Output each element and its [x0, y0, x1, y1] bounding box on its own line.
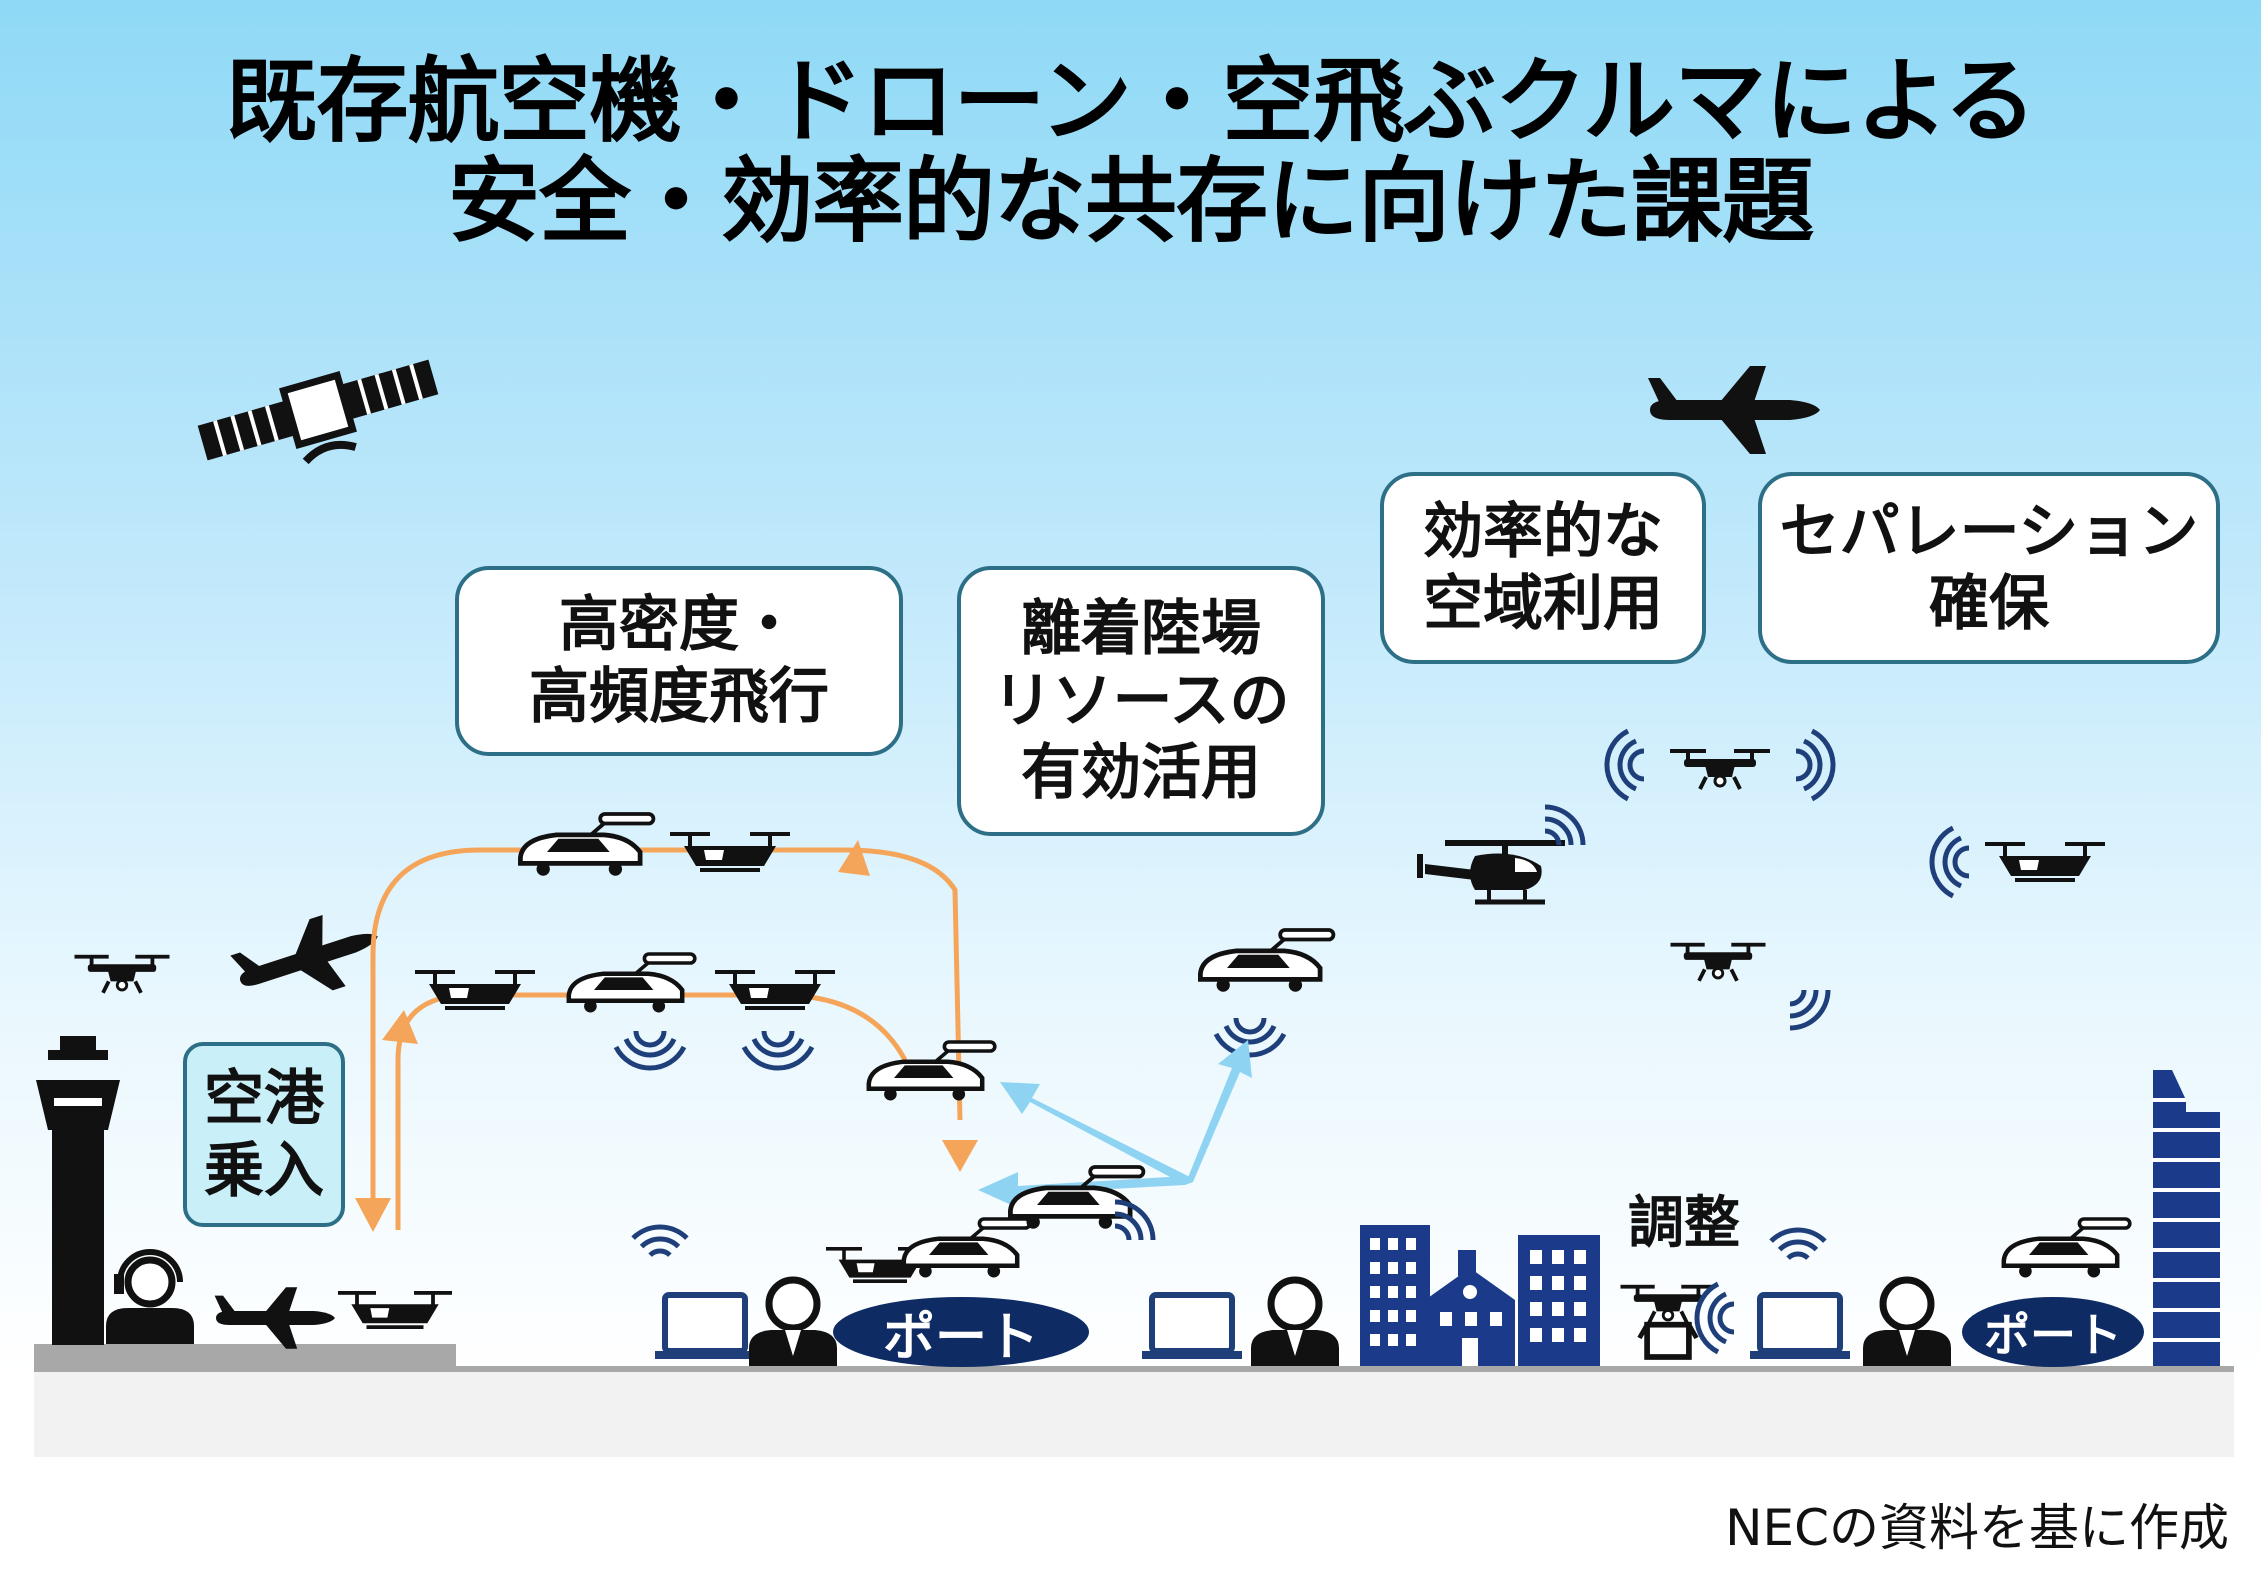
port-label: ポート — [833, 1297, 1089, 1368]
signal-icon — [633, 1211, 687, 1265]
helicopter-icon — [1417, 840, 1565, 905]
bubble-line: 離着陸場 — [1021, 594, 1261, 664]
arrowhead — [355, 1198, 391, 1232]
signal-icon — [1796, 731, 1833, 799]
bubble-line: 高頻度飛行 — [529, 662, 829, 732]
coordination-arrows — [978, 1040, 1252, 1208]
signal-icon — [1697, 1284, 1734, 1352]
signal-icon — [1545, 807, 1583, 845]
bubble-line: 確保 — [1929, 569, 2049, 639]
bubble-line: 効率的な — [1423, 497, 1663, 567]
route-arrow-outer — [370, 847, 963, 1200]
control-tower-icon — [36, 1036, 120, 1345]
airplane-icon — [214, 1287, 335, 1349]
building-icon — [1360, 1225, 1430, 1366]
flying-car-icon — [869, 1042, 995, 1101]
source-credit: NECの資料を基に作成 — [1725, 1499, 2229, 1557]
route-arrow-inner — [395, 992, 908, 1230]
operator-icon — [106, 1249, 194, 1344]
title-line-2: 安全・効率的な共存に向けた課題 — [447, 148, 1814, 255]
arrowhead — [942, 1140, 978, 1172]
signal-icon — [1932, 828, 1969, 896]
bubble-high-density: 高密度・ 高頻度飛行 — [455, 566, 903, 756]
operator-icon — [1863, 1280, 1951, 1366]
skyscraper-icon — [2153, 1070, 2220, 1366]
signal-icon — [1607, 731, 1644, 799]
drone-icon — [1668, 940, 1768, 983]
bubble-line: 有効活用 — [1021, 738, 1261, 808]
bubble-vertiport-resources: 離着陸場 リソースの 有効活用 — [957, 566, 1325, 836]
airport-label-line: 乗入 — [204, 1135, 324, 1206]
arrowhead — [382, 1010, 418, 1044]
drone-icon — [1618, 1282, 1718, 1360]
bubble-line: セパレーション — [1779, 497, 2199, 567]
drone-icon — [1983, 840, 2107, 882]
drone-icon — [668, 830, 792, 872]
satellite-icon — [197, 359, 439, 465]
operator-icon — [749, 1280, 837, 1366]
house-icon — [1425, 1250, 1515, 1366]
operator-icon — [1251, 1280, 1339, 1366]
airport-access-label: 空港 乗入 — [183, 1042, 345, 1227]
bubble-airspace-use: 効率的な 空域利用 — [1380, 472, 1706, 664]
signal-icon — [1771, 1214, 1825, 1268]
flying-car-icon — [1200, 930, 1333, 992]
signal-icon — [1216, 1018, 1284, 1055]
airplane-icon — [227, 900, 390, 1018]
flying-car-icon — [520, 814, 653, 876]
laptop-icon — [655, 1295, 755, 1359]
flying-car-icon — [2004, 1219, 2130, 1278]
port-label: ポート — [1962, 1297, 2144, 1367]
bubble-separation: セパレーション 確保 — [1758, 472, 2220, 664]
arrowhead — [838, 840, 870, 876]
signal-icon — [744, 1031, 812, 1068]
flying-car-icon — [1010, 1167, 1143, 1229]
bubble-line: 空域利用 — [1423, 569, 1663, 639]
drone-icon — [72, 952, 172, 995]
city-ground — [456, 1366, 2234, 1372]
bubble-line: リソースの — [992, 666, 1290, 736]
laptop-icon — [1750, 1295, 1850, 1359]
flying-car-icon — [569, 954, 695, 1013]
laptop-icon — [1142, 1295, 1242, 1359]
airport-label-line: 空港 — [204, 1063, 324, 1134]
drone-icon — [336, 1289, 454, 1329]
building-icon — [1518, 1235, 1600, 1366]
bubble-line: 高密度・ — [559, 590, 799, 660]
airplane-icon — [1648, 366, 1820, 454]
ground — [34, 1372, 2234, 1457]
signal-icon — [1790, 990, 1828, 1028]
airport-ground — [34, 1344, 456, 1372]
drone-icon — [713, 968, 837, 1010]
coordination-label: 調整 — [1628, 1191, 1740, 1256]
signal-icon — [616, 1031, 684, 1068]
drone-icon — [1668, 747, 1772, 791]
title-line-1: 既存航空機・ドローン・空飛ぶクルマによる — [225, 48, 2037, 155]
flying-car-icon — [904, 1219, 1030, 1278]
